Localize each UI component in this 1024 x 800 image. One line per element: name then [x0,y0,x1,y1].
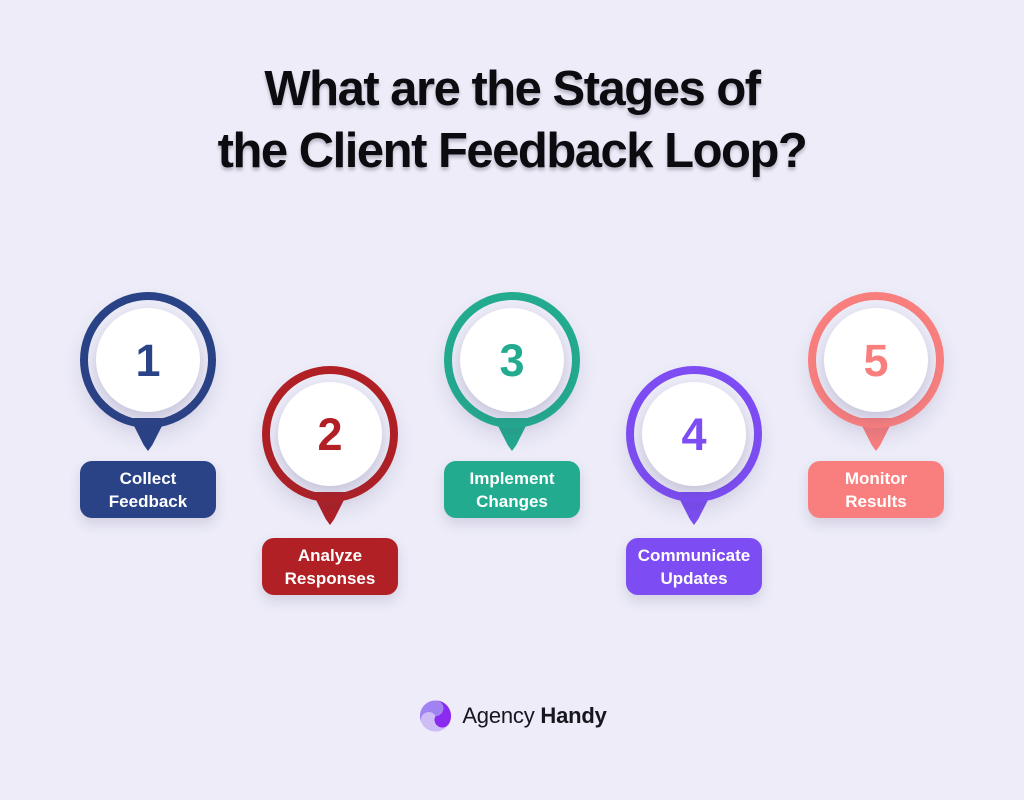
stage-group-1: 1 Collect Feedback [80,292,216,530]
stage-label-line-2: Responses [284,568,376,588]
brand-footer: Agency Handy [0,697,1024,735]
stage-pin-inner-circle: 2 [278,382,382,486]
stage-pin-inner-circle: 3 [460,308,564,412]
stage-label-line-2: Feedback [108,491,188,511]
stage-number: 1 [135,334,161,386]
stage-label: Collect Feedback [80,461,216,518]
stage-group-4: 4 Communicate Updates [626,366,762,604]
stage-pin-circle: 2 [262,366,398,502]
stage-group-5: 5 Monitor Results [808,292,944,530]
stage-label: Communicate Updates [626,538,762,595]
title-line-2: the Client Feedback Loop? [217,124,808,178]
stage-label-line-2: Changes [476,491,548,511]
brand-name: Agency Handy [462,703,607,729]
stage-label-line-1: Collect [119,468,177,488]
stage-label-line-2: Results [845,491,907,511]
stage-label-line-1: Implement [469,468,555,488]
stage-number: 2 [317,408,343,460]
stage-label: Implement Changes [444,461,580,518]
page-title: What are the Stages of the Client Feedba… [0,58,1024,182]
stage-pin-circle: 4 [626,366,762,502]
stage-label-line-1: Analyze [297,545,363,565]
title-line-1: What are the Stages of [264,62,761,116]
stage-pin-inner-circle: 5 [824,308,928,412]
stage-pin-circle: 3 [444,292,580,428]
stage-pin-circle: 1 [80,292,216,428]
stage-number: 5 [863,334,889,386]
stage-number: 4 [681,408,707,460]
stage-label-line-1: Monitor [844,468,908,488]
stage-label: Analyze Responses [262,538,398,595]
stage-label-line-2: Updates [660,568,728,588]
stage-pin-circle: 5 [808,292,944,428]
stage-number: 3 [499,334,525,386]
stage-group-3: 3 Implement Changes [444,292,580,530]
stage-group-2: 2 Analyze Responses [262,366,398,604]
stage-pin-inner-circle: 1 [96,308,200,412]
brand-name-regular: Agency [462,703,535,728]
agency-handy-logo-icon [420,700,452,732]
stage-label: Monitor Results [808,461,944,518]
brand-name-bold: Handy [540,703,607,728]
stage-pin-inner-circle: 4 [642,382,746,486]
stage-label-line-1: Communicate [637,545,751,565]
